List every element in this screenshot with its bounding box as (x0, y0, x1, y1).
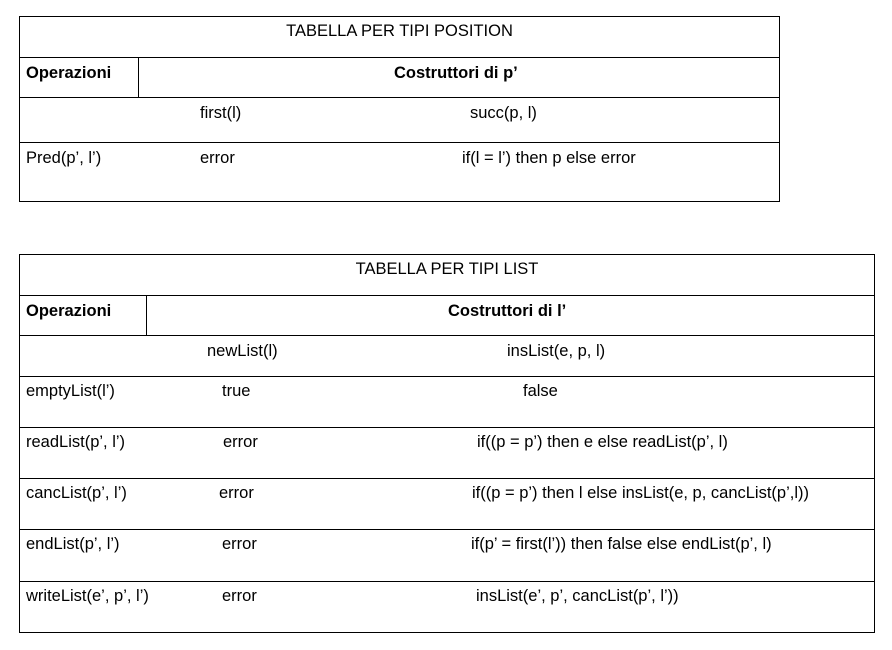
list-row-op: endList(p’, l’) (26, 535, 120, 553)
list-row-c2: if((p = p’) then l else insList(e, p, ca… (472, 484, 810, 502)
list-op-header: Operazioni (26, 302, 112, 320)
list-row-c2: insList(e’, p’, cancList(p’, l’)) (476, 587, 679, 605)
table-row: Pred(p’, l’) error if(l = l’) then p els… (20, 143, 779, 201)
table-row: endList(p’, l’) error if(p’ = first(l’))… (20, 530, 874, 582)
list-header-row: Operazioni Costruttori di l’ (20, 296, 874, 336)
list-ctor-row: newList(l) insList(e, p, l) (20, 336, 874, 377)
position-ctor-first: first(l) (200, 104, 242, 122)
list-row-op: readList(p’, l’) (26, 433, 126, 451)
list-ctor-header: Costruttori di l’ (448, 302, 567, 320)
list-row-c2: if((p = p’) then e else readList(p’, l) (477, 433, 728, 451)
list-row-c1: true (222, 382, 251, 400)
position-ctor-header: Costruttori di p’ (394, 64, 518, 82)
position-ctor-row: first(l) succ(p, l) (20, 98, 779, 143)
position-title-row: TABELLA PER TIPI POSITION (20, 17, 779, 58)
table-row: emptyList(l’) true false (20, 377, 874, 428)
position-table-title: TABELLA PER TIPI POSITION (286, 22, 513, 40)
list-table: TABELLA PER TIPI LIST Operazioni Costrut… (19, 254, 875, 633)
position-header-divider (138, 58, 139, 97)
list-table-title: TABELLA PER TIPI LIST (355, 260, 539, 278)
position-op-header: Operazioni (26, 64, 112, 82)
list-row-c1: error (222, 587, 257, 605)
list-ctor-inslist: insList(e, p, l) (507, 342, 606, 360)
list-row-c2: if(p’ = first(l’)) then false else endLi… (471, 535, 772, 553)
table-row: readList(p’, l’) error if((p = p’) then … (20, 428, 874, 479)
table-row: writeList(e’, p’, l’) error insList(e’, … (20, 582, 874, 632)
list-row-op: cancList(p’, l’) (26, 484, 127, 502)
list-header-divider (146, 296, 147, 335)
list-row-op: writeList(e’, p’, l’) (26, 587, 149, 605)
list-row-c2: false (523, 382, 558, 400)
list-row-c1: error (223, 433, 258, 451)
position-table: TABELLA PER TIPI POSITION Operazioni Cos… (19, 16, 780, 202)
position-row-c2: if(l = l’) then p else error (462, 149, 636, 167)
table-row: cancList(p’, l’) error if((p = p’) then … (20, 479, 874, 530)
list-row-c1: error (222, 535, 257, 553)
list-row-op: emptyList(l’) (26, 382, 115, 400)
position-header-row: Operazioni Costruttori di p’ (20, 58, 779, 98)
list-ctor-newlist: newList(l) (207, 342, 278, 360)
list-row-c1: error (219, 484, 254, 502)
position-row-c1: error (200, 149, 235, 167)
list-title-row: TABELLA PER TIPI LIST (20, 255, 874, 296)
position-row-op: Pred(p’, l’) (26, 149, 102, 167)
position-ctor-succ: succ(p, l) (470, 104, 537, 122)
